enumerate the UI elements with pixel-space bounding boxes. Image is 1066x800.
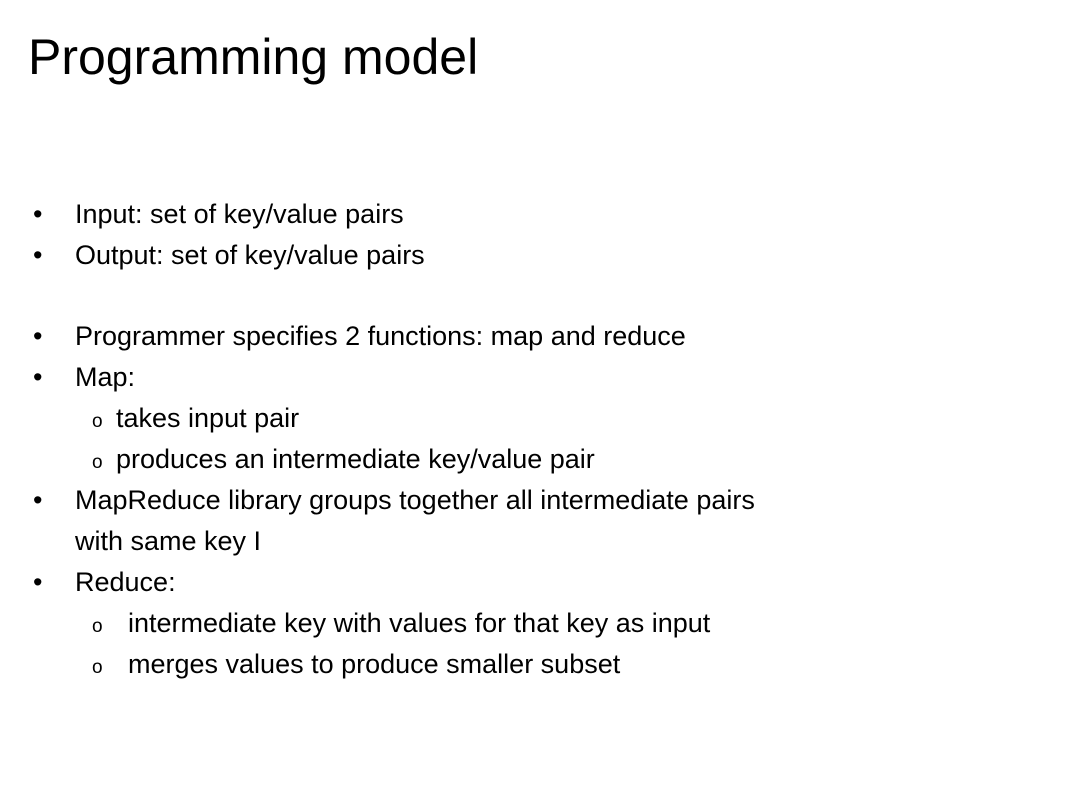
bullet-text: Output: set of key/value pairs: [75, 240, 425, 270]
sub-bullet-text: merges values to produce smaller subset: [128, 649, 621, 679]
bullet-text: Map:: [75, 362, 136, 392]
bullet-text: with same key I: [75, 526, 262, 556]
bullet-text: Input: set of key/value pairs: [75, 199, 404, 229]
sub-bullet-marker: o: [92, 657, 103, 678]
slide-title: Programming model: [28, 29, 479, 85]
bullet-marker: •: [33, 485, 43, 515]
sub-bullet-marker: o: [92, 452, 103, 473]
bullet-marker: •: [33, 199, 43, 229]
bullet-marker: •: [33, 321, 43, 351]
bullet-text: Reduce:: [75, 567, 176, 597]
bullet-marker: •: [33, 362, 43, 392]
bullet-marker: •: [33, 240, 43, 270]
sub-bullet-text: takes input pair: [116, 403, 300, 433]
bullet-text: MapReduce library groups together all in…: [75, 485, 755, 515]
bullet-text: Programmer specifies 2 functions: map an…: [75, 321, 686, 351]
sub-bullet-text: intermediate key with values for that ke…: [128, 608, 711, 638]
bullet-marker: •: [33, 567, 43, 597]
sub-bullet-marker: o: [92, 616, 103, 637]
sub-bullet-marker: o: [92, 411, 103, 432]
sub-bullet-text: produces an intermediate key/value pair: [116, 444, 595, 474]
